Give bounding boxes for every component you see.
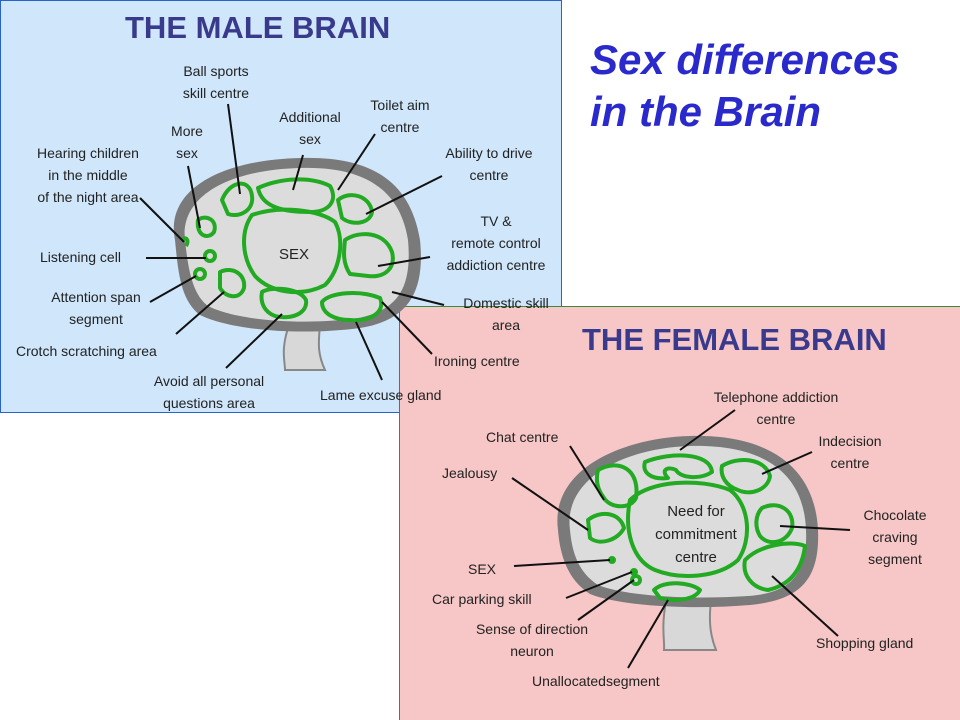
female-lobe-chat: [594, 463, 639, 509]
label-tv-remote: TV & remote control addiction centre: [447, 210, 546, 276]
female-brain-drawing: [511, 409, 851, 669]
male-brain-drawing: [139, 103, 445, 381]
label-chocolate-text: Chocolate craving segment: [863, 507, 927, 567]
label-tv-remote-text: TV & remote control addiction centre: [446, 213, 546, 273]
female-lobe-commitment: [626, 480, 749, 578]
female-car-dot: [630, 568, 638, 576]
male-lobe-lame: [320, 291, 384, 323]
label-female-sex: SEX: [468, 561, 497, 577]
male-listening-cell-dot: [203, 249, 217, 263]
label-ability-drive-text: Ability to drive centre: [445, 145, 533, 183]
female-lobe-indecision: [719, 458, 772, 495]
male-lobe-additional-sex: [256, 177, 336, 214]
female-sense-dot: [630, 574, 642, 586]
label-lame-excuse: Lame excuse gland: [320, 387, 442, 403]
label-telephone-text: Telephone addiction centre: [713, 389, 839, 427]
label-sense-direction: Sense of direction neuron: [476, 618, 588, 662]
label-domestic-skill: Domestic skill area: [463, 292, 549, 336]
label-toilet-aim-text: Toilet aim centre: [370, 97, 430, 135]
label-indecision: Indecision centre: [818, 430, 881, 474]
male-lobe-tv: [342, 232, 395, 279]
female-center-label-text: Need for commitment centre: [655, 503, 737, 566]
label-toilet-aim: Toilet aim centre: [370, 94, 429, 138]
male-lobe-more-sex: [195, 215, 217, 238]
label-chocolate: Chocolate craving segment: [863, 504, 926, 570]
label-unallocated: Unallocatedsegment: [532, 673, 660, 689]
main-title-line1: Sex differences: [590, 36, 900, 83]
label-chat: Chat centre: [486, 429, 559, 445]
main-title: Sex differences in the Brain: [590, 34, 900, 138]
label-additional-sex: Additional sex: [279, 106, 341, 150]
label-crotch: Crotch scratching area: [16, 343, 157, 359]
label-avoid-questions: Avoid all personal questions area: [154, 370, 264, 414]
male-attention-dot: [193, 267, 207, 281]
label-more-sex-text: More sex: [171, 123, 203, 161]
label-jealousy: Jealousy: [442, 465, 498, 481]
female-lobe-jealousy: [586, 511, 626, 544]
female-lobe-chocolate: [754, 503, 795, 545]
male-center-label: SEX: [278, 246, 310, 263]
label-attention-span-text: Attention span segment: [51, 289, 141, 327]
label-listening-cell: Listening cell: [40, 249, 121, 265]
label-additional-sex-text: Additional sex: [279, 109, 341, 147]
label-ball-sports-text: Ball sports skill centre: [182, 63, 250, 101]
label-indecision-text: Indecision centre: [818, 433, 882, 471]
female-lobe-telephone: [642, 453, 714, 481]
label-ironing: Ironing centre: [434, 353, 520, 369]
female-sex-dot: [608, 556, 616, 564]
main-title-line2: in the Brain: [590, 88, 822, 135]
label-shopping: Shopping gland: [816, 635, 914, 651]
label-car-parking: Car parking skill: [432, 591, 532, 607]
female-brain-heading: THE FEMALE BRAIN: [582, 322, 887, 357]
label-domestic-skill-text: Domestic skill area: [463, 295, 549, 333]
male-lobe-ball-sports: [220, 181, 255, 217]
label-attention-span: Attention span segment: [51, 286, 141, 330]
male-hearing-loop: [181, 236, 190, 248]
label-hearing-children-text: Hearing children in the middle of the ni…: [37, 145, 139, 205]
female-center-label: Need for commitment centre: [655, 500, 737, 569]
label-ball-sports: Ball sports skill centre: [183, 60, 249, 104]
label-ability-drive: Ability to drive centre: [445, 142, 532, 186]
female-lobe-unallocated: [652, 581, 702, 602]
label-avoid-questions-text: Avoid all personal questions area: [153, 373, 265, 411]
male-brain-heading: THE MALE BRAIN: [125, 10, 391, 45]
label-hearing-children: Hearing children in the middle of the ni…: [37, 142, 139, 208]
label-telephone: Telephone addiction centre: [714, 386, 839, 430]
female-lobe-shopping: [742, 541, 807, 592]
label-more-sex: More sex: [171, 120, 203, 164]
label-sense-direction-text: Sense of direction neuron: [475, 621, 589, 659]
male-lobe-sex-centre: [242, 207, 343, 294]
